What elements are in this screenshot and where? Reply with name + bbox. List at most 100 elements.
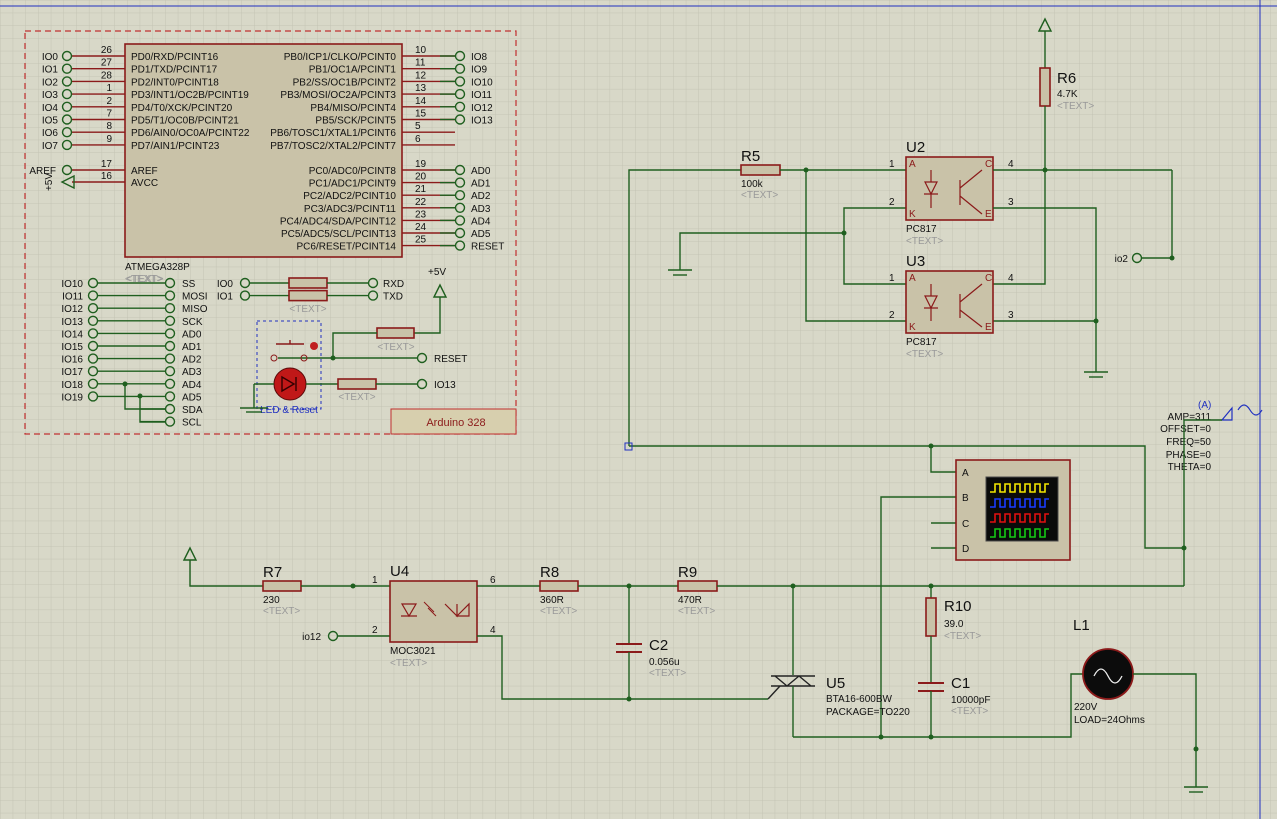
r9-resistor[interactable] [677,580,718,592]
r10-resistor[interactable] [925,597,937,637]
r6-resistor[interactable] [1039,67,1051,107]
header-left-terminal[interactable] [87,315,99,326]
mcu-right-terminal[interactable] [454,76,466,87]
mcu-right-terminal[interactable] [454,164,466,176]
u4-led-icon [400,603,418,618]
u2-text: <TEXT> [906,236,943,247]
serial-left-terminal[interactable] [239,290,251,301]
header-right-terminal[interactable] [164,403,176,415]
header-left-terminal[interactable] [87,277,99,289]
mcu-left-terminal[interactable] [61,76,73,87]
io2-terminal[interactable] [1131,252,1143,264]
mcu-right-terminal[interactable] [454,50,466,62]
mcu-right-pin-num: 11 [415,58,426,69]
reset-switch-contact-1 [270,354,278,362]
mcu-right-terminal[interactable] [454,227,466,239]
u2-optocoupler[interactable]: U2 PC817 <TEXT> 1 2 4 3 A K C E [889,139,1014,247]
atmega-right-pins: IO810PB0/ICP1/CLKO/PCINT0IO911PB1/OC1A/P… [270,45,504,253]
header-right-terminal[interactable] [164,378,176,389]
serial-right-terminal[interactable] [367,277,379,289]
u5-triac[interactable]: U5 BTA16-600BW PACKAGE=TO220 [767,586,910,737]
header-right-terminal[interactable] [164,303,176,314]
mcu-right-terminal[interactable] [454,63,466,74]
source-freq: FREQ=50 [1166,437,1211,448]
header-left-terminal[interactable] [87,353,99,364]
header-right-terminal[interactable] [164,290,176,301]
header-left-terminal[interactable] [87,290,99,301]
u4-pin2: 2 [372,625,378,636]
io12-terminal[interactable] [327,630,339,642]
atmega328p-chip[interactable]: ATMEGA328P <TEXT> [124,43,403,285]
mcu-left-terminal[interactable] [61,50,73,62]
serial-left-terminal[interactable] [239,277,251,289]
r7-resistor[interactable] [262,580,302,592]
avcc-pin: +5V 16 AVCC [44,171,158,191]
header-right-terminal[interactable] [164,328,176,339]
u3-body[interactable] [905,270,994,334]
mcu-right-terminal[interactable] [454,189,466,201]
header-left-terminal[interactable] [87,366,99,377]
atmega-body[interactable] [124,43,403,258]
source-theta: THETA=0 [1168,462,1212,473]
mcu-right-terminal[interactable] [454,240,466,251]
led-reset-group[interactable]: LED & Reset IO13 <TEXT> [240,320,456,416]
r5-resistor[interactable] [740,164,781,176]
u4-moc3021[interactable]: U4 MOC3021 <TEXT> 1 2 6 4 [372,563,496,669]
mcu-left-terminal[interactable] [61,139,73,151]
ac-source[interactable]: (A) AMP=311 OFFSET=0 FREQ=50 PHASE=0 THE… [1160,400,1263,473]
mcu-right-terminal[interactable] [454,88,466,100]
reset-net-label: RESET [434,354,467,365]
reset-button-icon[interactable] [310,342,318,350]
mcu-right-pin-label: PB1/OC1A/PCINT1 [309,65,397,76]
mcu-left-terminal[interactable] [61,63,73,74]
header-right-terminal[interactable] [164,353,176,364]
pullup-resistor[interactable] [376,327,415,339]
header-left-terminal[interactable] [87,391,99,402]
u2-c-junction [1042,167,1048,173]
mcu-left-pin-num: 27 [101,58,113,69]
mcu-right-pin-num: 10 [415,45,427,56]
u4-ref: U4 [390,563,409,580]
u2-body[interactable] [905,156,994,221]
mcu-right-terminal[interactable] [454,114,466,125]
scope-channel-b: B [962,493,969,504]
reset-terminal[interactable] [416,352,428,364]
aref-terminal[interactable] [61,164,73,176]
mcu-right-terminal[interactable] [454,202,466,214]
header-left-terminal[interactable] [87,303,99,314]
mcu-right-terminal[interactable] [454,215,466,226]
u4-text: <TEXT> [390,658,427,669]
mcu-right-terminal[interactable] [454,177,466,188]
mcu-left-terminal[interactable] [61,126,73,138]
header-right-terminal[interactable] [164,340,176,352]
u2-label-k: K [909,209,916,220]
led-resistor[interactable] [337,378,377,390]
lamp-icon[interactable] [1082,648,1134,700]
serial-right-terminal[interactable] [367,290,379,301]
serial-resistor[interactable] [288,289,328,302]
serial-resistor[interactable] [288,277,328,289]
u3-transistor-icon [959,283,983,328]
header-right-terminal[interactable] [164,391,176,402]
header-right-terminal[interactable] [164,366,176,377]
scl-junction [137,393,143,399]
scope-trace-d [990,528,1049,538]
header-right-terminal[interactable] [164,416,176,427]
r8-resistor[interactable] [539,580,579,592]
mcu-right-pin-num: 22 [415,197,427,208]
mcu-left-terminal[interactable] [61,88,73,100]
u3-optocoupler[interactable]: U3 PC817 <TEXT> 1 2 4 3 A K C E [889,253,1014,360]
mcu-right-pin-num: 13 [415,83,427,94]
mcu-right-terminal[interactable] [454,101,466,113]
header-left-terminal[interactable] [87,340,99,352]
mcu-left-terminal[interactable] [61,101,73,113]
header-left-terminal[interactable] [87,378,99,389]
header-left-terminal[interactable] [87,328,99,339]
io13-terminal[interactable] [416,378,428,390]
oscilloscope[interactable]: A B C D [955,459,1071,561]
led-reset-box [256,320,322,410]
mcu-left-terminal[interactable] [61,114,73,125]
header-right-terminal[interactable] [164,315,176,326]
header-right-terminal[interactable] [164,277,176,289]
